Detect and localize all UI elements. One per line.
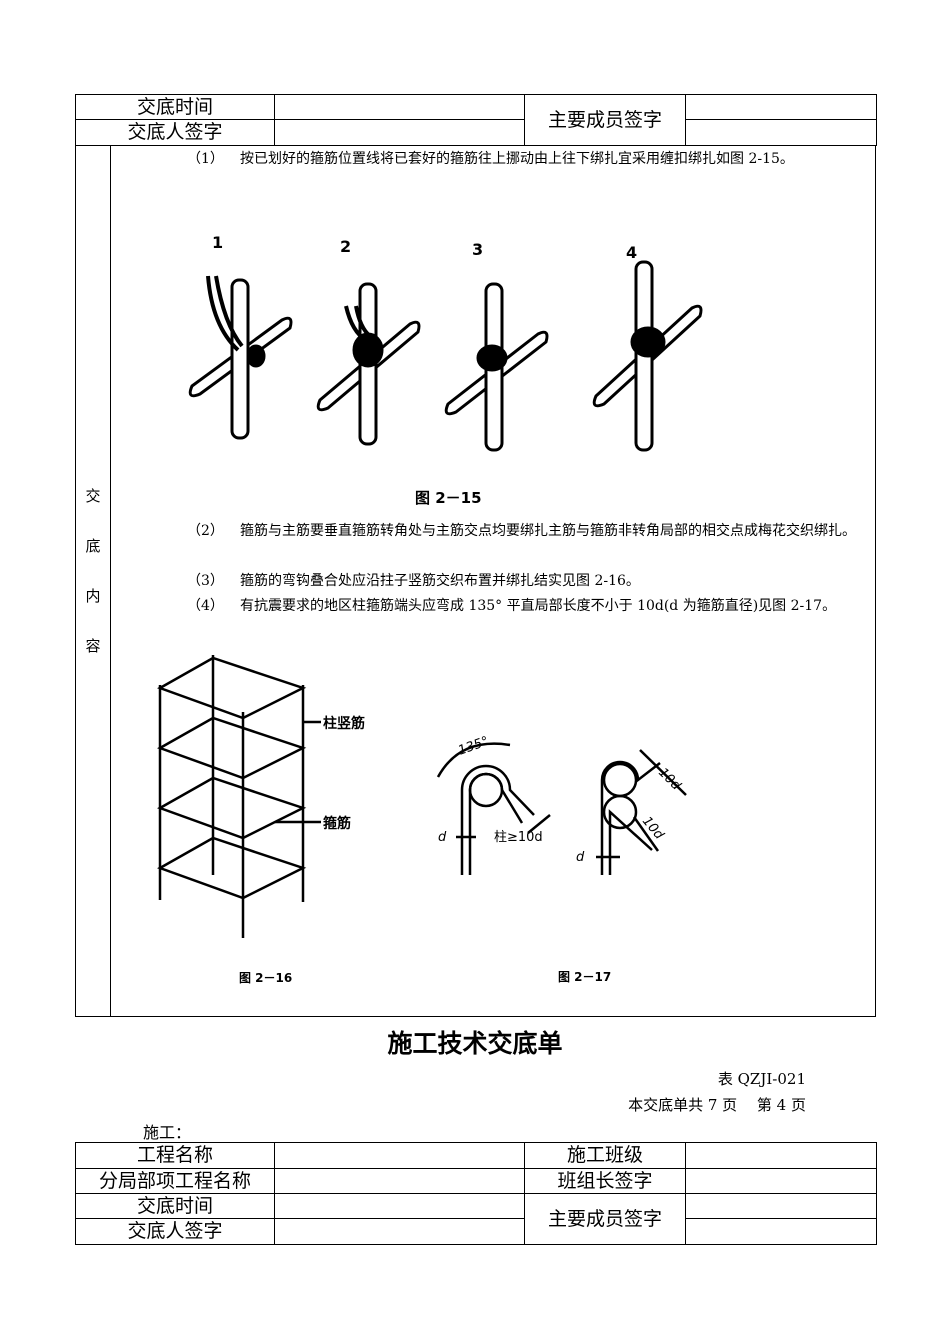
vertical-bar-1 (230, 278, 250, 440)
knot-2 (352, 332, 384, 368)
paragraph-text: 按已划好的箍筋位置线将已套好的箍筋往上挪动由上往下绑扎宜采用缠扣绑扎如图 2-1… (240, 151, 794, 167)
tie-wire-1 (206, 275, 244, 352)
bottom-info-table: 工程名称 施工班级 分局部项工程名称 班组长签字 交底时间 主要成员签字 交底人… (75, 1142, 877, 1245)
left-hook-outer (460, 764, 535, 875)
team-label: 施工班级 (524, 1142, 686, 1169)
members-value-2 (685, 1218, 877, 1245)
right-dim-line-1 (639, 749, 687, 796)
right-bar-circle-bottom (602, 794, 638, 830)
angle-arc (436, 742, 511, 778)
signer-value (274, 119, 525, 146)
members-value-1 (685, 1193, 877, 1219)
right-hook-lower (608, 809, 653, 875)
fig216-label-vertical: 柱竖筋 (323, 715, 365, 732)
paragraph-text: 箍筋与主筋要垂直箍筋转角处与主筋交点均要绑扎主筋与箍筋非转角局部的相交点成梅花交… (240, 523, 856, 539)
fig217-angle: 135° (456, 734, 491, 759)
side-char-4: 容 (85, 637, 101, 655)
members-value-2 (685, 119, 877, 146)
paragraph-text: 有抗震要求的地区柱箍筋端头应弯成 135° 平直局部长度不小于 10d(d 为箍… (240, 598, 837, 614)
paragraph-num: （1） (187, 151, 224, 167)
figure-2-16: 柱竖筋 箍筋 图 2－16 (157, 655, 365, 985)
stirrup-4 (157, 836, 307, 900)
knot-1 (246, 344, 266, 368)
side-char-2: 底 (85, 537, 101, 555)
project-value (274, 1142, 525, 1169)
team-value (685, 1142, 877, 1169)
sub-project-value (274, 1168, 525, 1194)
fig215-step-3: 3 (472, 240, 483, 259)
fig216-caption: 图 2－16 (239, 971, 292, 985)
time-label: 交底时间 (75, 94, 275, 120)
paragraph-num: （3） (187, 573, 224, 589)
fig217-len2: 10d (639, 814, 667, 843)
time-value (274, 94, 525, 120)
right-hook-upper (600, 760, 661, 875)
stirrup-1 (157, 656, 307, 720)
time-value (274, 1193, 525, 1219)
fig217-d-right: d (576, 850, 585, 865)
paragraph-text: 箍筋的弯钩叠合处应沿拄子竖筋交织布置并绑扎结实见图 2-16。 (240, 573, 640, 589)
right-bar-circle-top (602, 762, 638, 798)
fig217-rule: 柱≥10d (494, 830, 543, 845)
leader-value (685, 1168, 877, 1194)
fig217-d-left: d (438, 830, 447, 845)
signer-label: 交底人签字 (75, 1218, 275, 1245)
fig215-step-2: 2 (340, 237, 351, 256)
stirrup-2 (157, 716, 307, 780)
side-column: 交 底 内 容 (76, 145, 111, 1016)
paragraph-num: （4） (187, 598, 224, 614)
fig215-step-4: 4 (626, 243, 637, 262)
time-label: 交底时间 (75, 1193, 275, 1219)
members-value-1 (685, 94, 877, 120)
left-hook-inner (468, 772, 524, 875)
signer-value (274, 1218, 525, 1245)
members-label: 主要成员签字 (524, 94, 686, 146)
builder-label: 施工： (143, 1123, 192, 1142)
figure-2-15: 1 2 3 4 图 2－15 (188, 233, 703, 507)
side-char-3: 内 (85, 587, 101, 605)
form-code: 表 QZJI-021 (717, 1070, 806, 1088)
fig216-label-stirrup: 箍筋 (323, 815, 351, 832)
fig215-caption: 图 2－15 (415, 489, 482, 507)
fig215-step-1: 1 (212, 233, 223, 252)
signer-label: 交底人签字 (75, 119, 275, 146)
page-title: 施工技术交底单 (387, 1029, 563, 1058)
knot-3 (476, 344, 508, 372)
right-dim-line-2 (632, 816, 660, 852)
paragraph-num: （2） (187, 523, 224, 539)
stirrup-3 (157, 776, 307, 840)
left-dim-line (527, 814, 551, 834)
fig217-caption: 图 2－17 (558, 970, 611, 984)
project-label: 工程名称 (75, 1142, 275, 1169)
top-info-table: 交底时间 主要成员签字 交底人签字 (75, 94, 877, 146)
side-char-1: 交 (85, 487, 101, 505)
members-label: 主要成员签字 (524, 1193, 686, 1245)
sub-project-label: 分局部项工程名称 (75, 1168, 275, 1194)
content-box: 交 底 内 容 (75, 145, 876, 1017)
page-count: 本交底单共 7 页 第 4 页 (628, 1096, 806, 1114)
leader-label: 班组长签字 (524, 1168, 686, 1194)
figure-2-17: 135° d 柱≥10d 10d 10d d 图 2－17 (436, 734, 687, 984)
knot-4 (630, 326, 666, 358)
